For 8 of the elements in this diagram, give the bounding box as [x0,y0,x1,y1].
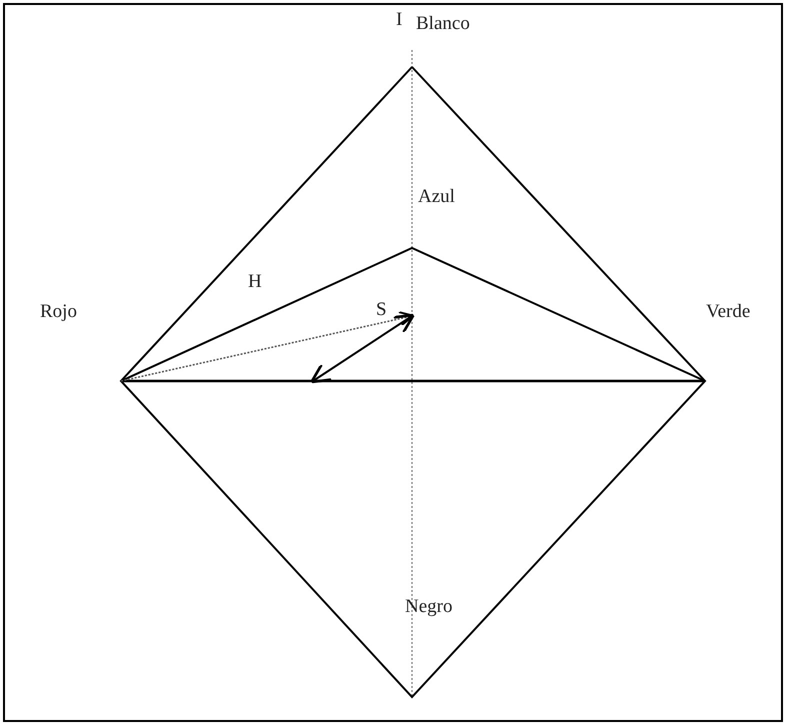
vertex-label: Negro [405,597,452,616]
vertex-label: Rojo [40,302,77,321]
point-label: Azul [418,187,455,206]
axis-label: I [396,10,402,29]
point-label: S [376,300,387,319]
vertex-label: Verde [706,302,750,321]
angle-label: H [248,272,262,291]
vertex-label: Blanco [416,14,470,33]
